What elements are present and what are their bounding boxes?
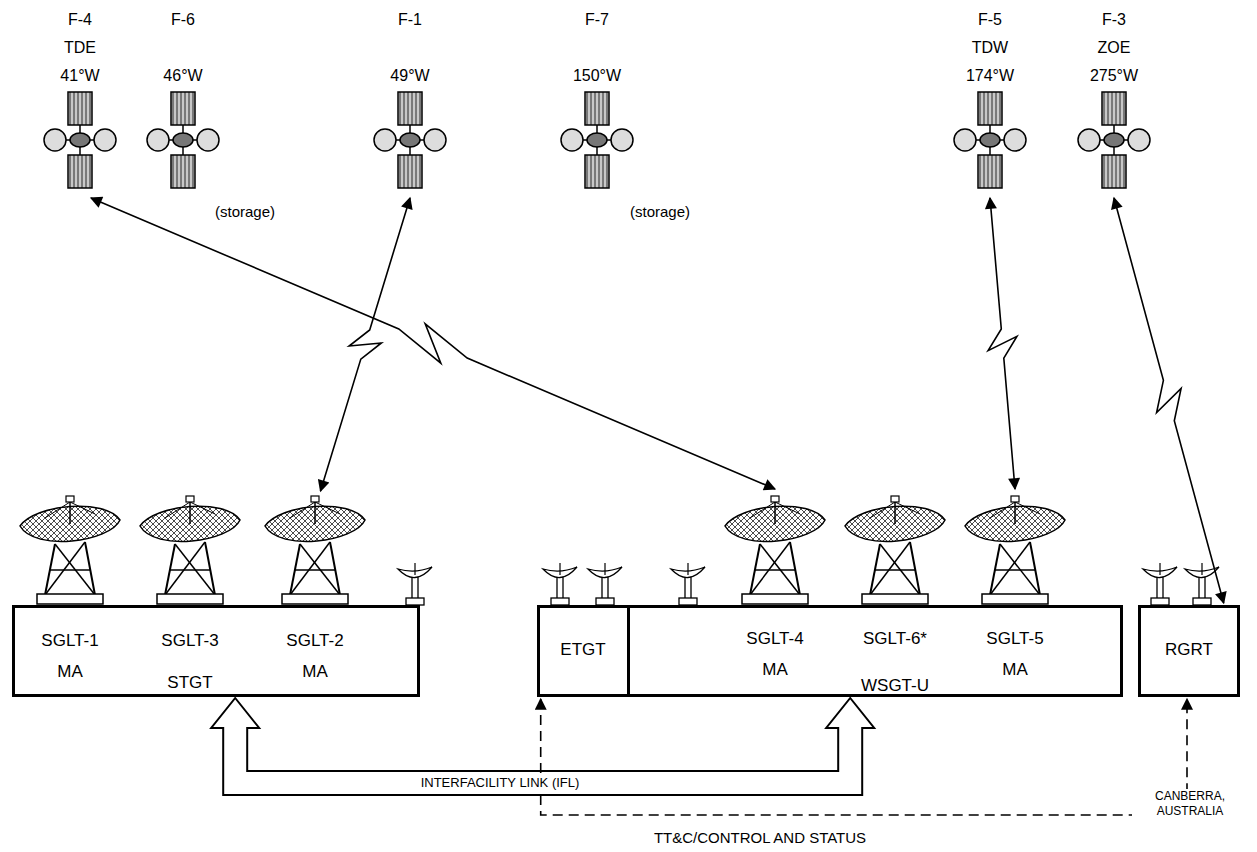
radio-link bbox=[1114, 198, 1224, 603]
satellite-label: F-5 TDW 174°W bbox=[962, 6, 1018, 90]
facility-label: STGT bbox=[167, 673, 212, 693]
facility-label: RGRT bbox=[1165, 640, 1213, 660]
satellite-label: F-4 TDE 41°W bbox=[52, 6, 108, 90]
terminal-label: SGLT-6* bbox=[855, 623, 935, 654]
terminal-label: SGLT-1 MA bbox=[30, 625, 110, 687]
ground-link-terminal: SGLT-4 MA bbox=[720, 491, 830, 681]
terminal-label: SGLT-3 bbox=[150, 625, 230, 656]
satellite: F-7 150°W(storage) bbox=[542, 5, 652, 195]
status-note: (storage) bbox=[215, 203, 275, 220]
radio-link bbox=[91, 198, 775, 489]
facility-label: WSGT-U bbox=[861, 676, 929, 696]
ground-terminal-box: STGT SGLT-1 MA SGLT-3 SGLT-2 MA bbox=[12, 605, 420, 697]
control-link bbox=[541, 699, 1187, 815]
satellite: F-1 49°W bbox=[355, 5, 465, 195]
terminal-label: SGLT-2 MA bbox=[275, 625, 355, 687]
terminal-label: SGLT-5 MA bbox=[975, 623, 1055, 685]
status-note: (storage) bbox=[630, 203, 690, 220]
satellite-label: F-3 ZOE 275°W bbox=[1086, 6, 1142, 90]
ground-link-terminal: SGLT-3 bbox=[135, 493, 245, 683]
satellite: F-4 TDE 41°W bbox=[25, 5, 135, 195]
link-label: INTERFACILITY LINK (IFL) bbox=[419, 775, 582, 791]
ground-link-terminal: SGLT-1 MA bbox=[15, 493, 125, 683]
radio-link bbox=[988, 198, 1017, 489]
location-note: CANBERRA, AUSTRALIA bbox=[1132, 789, 1248, 819]
satellite: F-3 ZOE 275°W bbox=[1059, 5, 1169, 195]
radio-link bbox=[321, 198, 411, 491]
satellite: F-5 TDW 174°W bbox=[935, 5, 1045, 195]
satellite-label: F-7 150°W bbox=[569, 0, 625, 104]
link-label: TT&C/CONTROL AND STATUS bbox=[652, 829, 868, 847]
satellite-label: F-1 49°W bbox=[382, 0, 438, 104]
ground-link-terminal: SGLT-5 MA bbox=[960, 491, 1070, 681]
facility-label: ETGT bbox=[560, 640, 605, 660]
ground-link-terminal: SGLT-6* bbox=[840, 491, 950, 681]
satellite-label: F-6 46°W bbox=[155, 0, 211, 104]
interfacility-link-arrow bbox=[211, 698, 874, 795]
satellite: F-6 46°W(storage) bbox=[128, 5, 238, 195]
terminal-label: SGLT-4 MA bbox=[735, 623, 815, 685]
ground-link-terminal: SGLT-2 MA bbox=[260, 493, 370, 683]
ground-terminal-box: RGRT bbox=[1138, 605, 1240, 697]
ground-terminal-box: ETGT bbox=[537, 605, 630, 697]
ground-terminal-box: WSGT-U SGLT-4 MA SGLT-6* SGLT-5 MA bbox=[627, 605, 1123, 697]
